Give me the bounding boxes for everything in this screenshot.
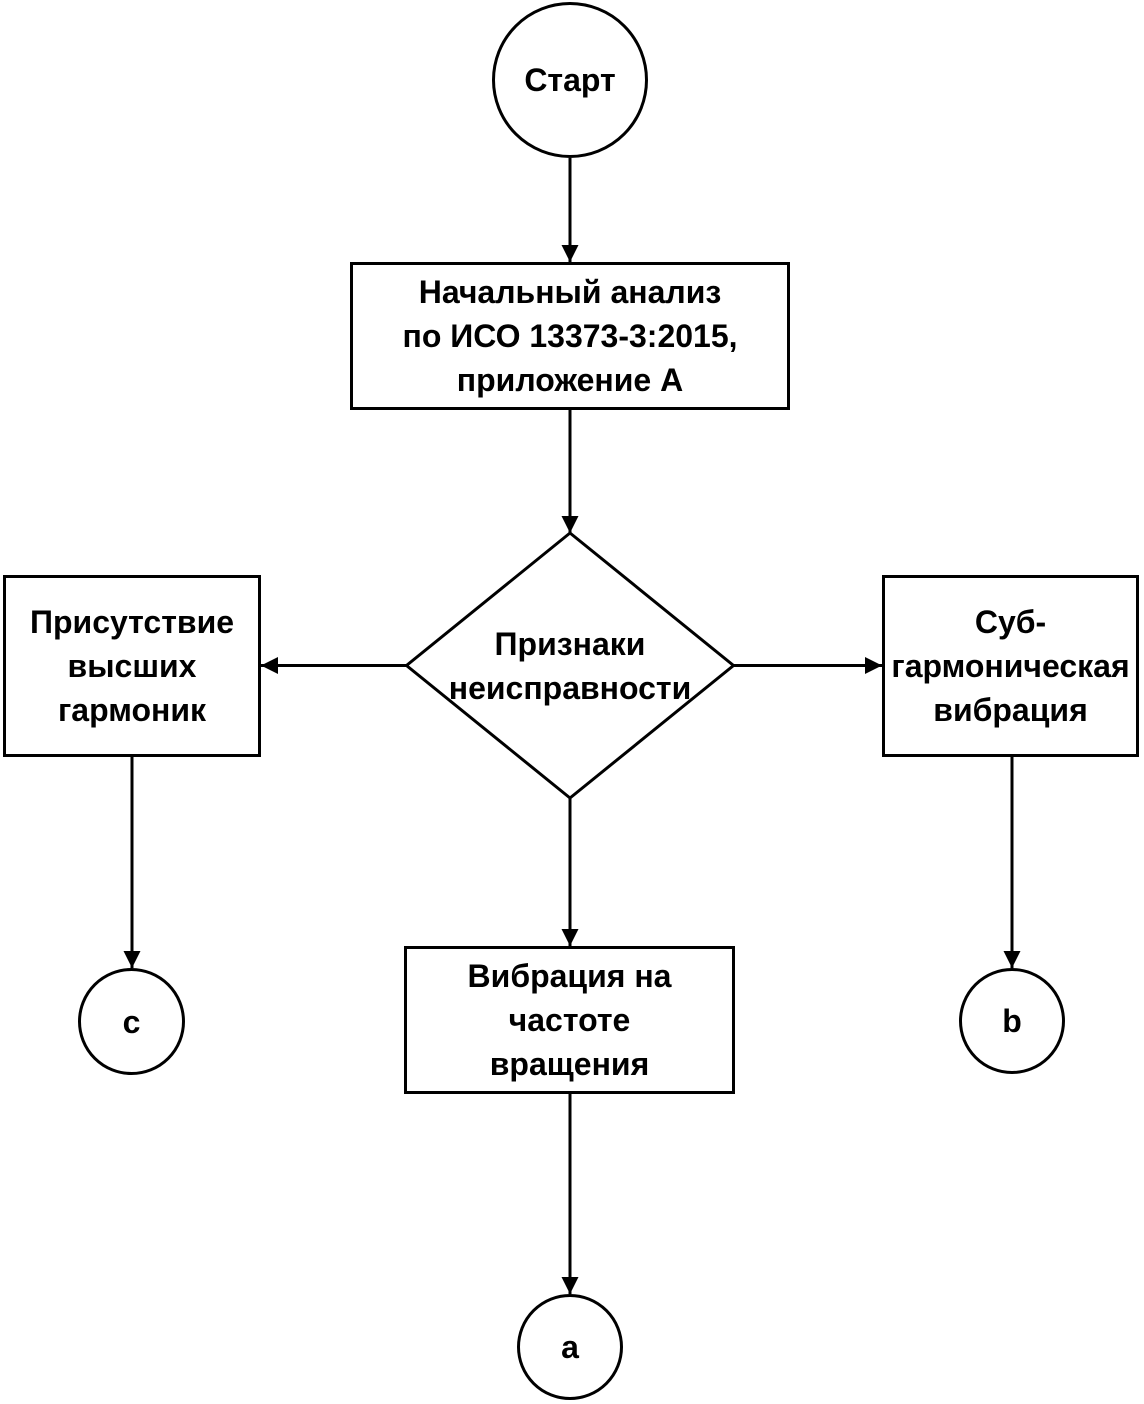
node-higher-harmonics: Присутствие высших гармоник [3, 575, 261, 757]
node-rotation-frequency-label: Вибрация на частоте вращения [467, 958, 672, 1082]
node-subharmonic-label: Суб- гармоническая вибрация [891, 604, 1130, 728]
node-connector-a: a [517, 1294, 623, 1400]
node-rotation-frequency: Вибрация на частоте вращения [404, 946, 735, 1094]
node-connector-b-label: b [1002, 1003, 1022, 1039]
node-connector-c: c [78, 968, 185, 1075]
node-decision-label: Признаки неисправности [448, 625, 692, 706]
node-initial-analysis-label: Начальный анализ по ИСО 13373-3:2015, пр… [402, 274, 738, 398]
node-start: Старт [492, 2, 648, 158]
node-connector-b: b [959, 968, 1065, 1074]
node-subharmonic: Суб- гармоническая вибрация [882, 575, 1139, 757]
node-start-label: Старт [524, 62, 616, 98]
node-connector-a-label: a [561, 1329, 579, 1365]
node-initial-analysis: Начальный анализ по ИСО 13373-3:2015, пр… [350, 262, 790, 410]
node-connector-c-label: c [122, 1003, 141, 1040]
node-decision-label-box: Признаки неисправности [405, 621, 735, 710]
node-higher-harmonics-label: Присутствие высших гармоник [29, 604, 235, 728]
